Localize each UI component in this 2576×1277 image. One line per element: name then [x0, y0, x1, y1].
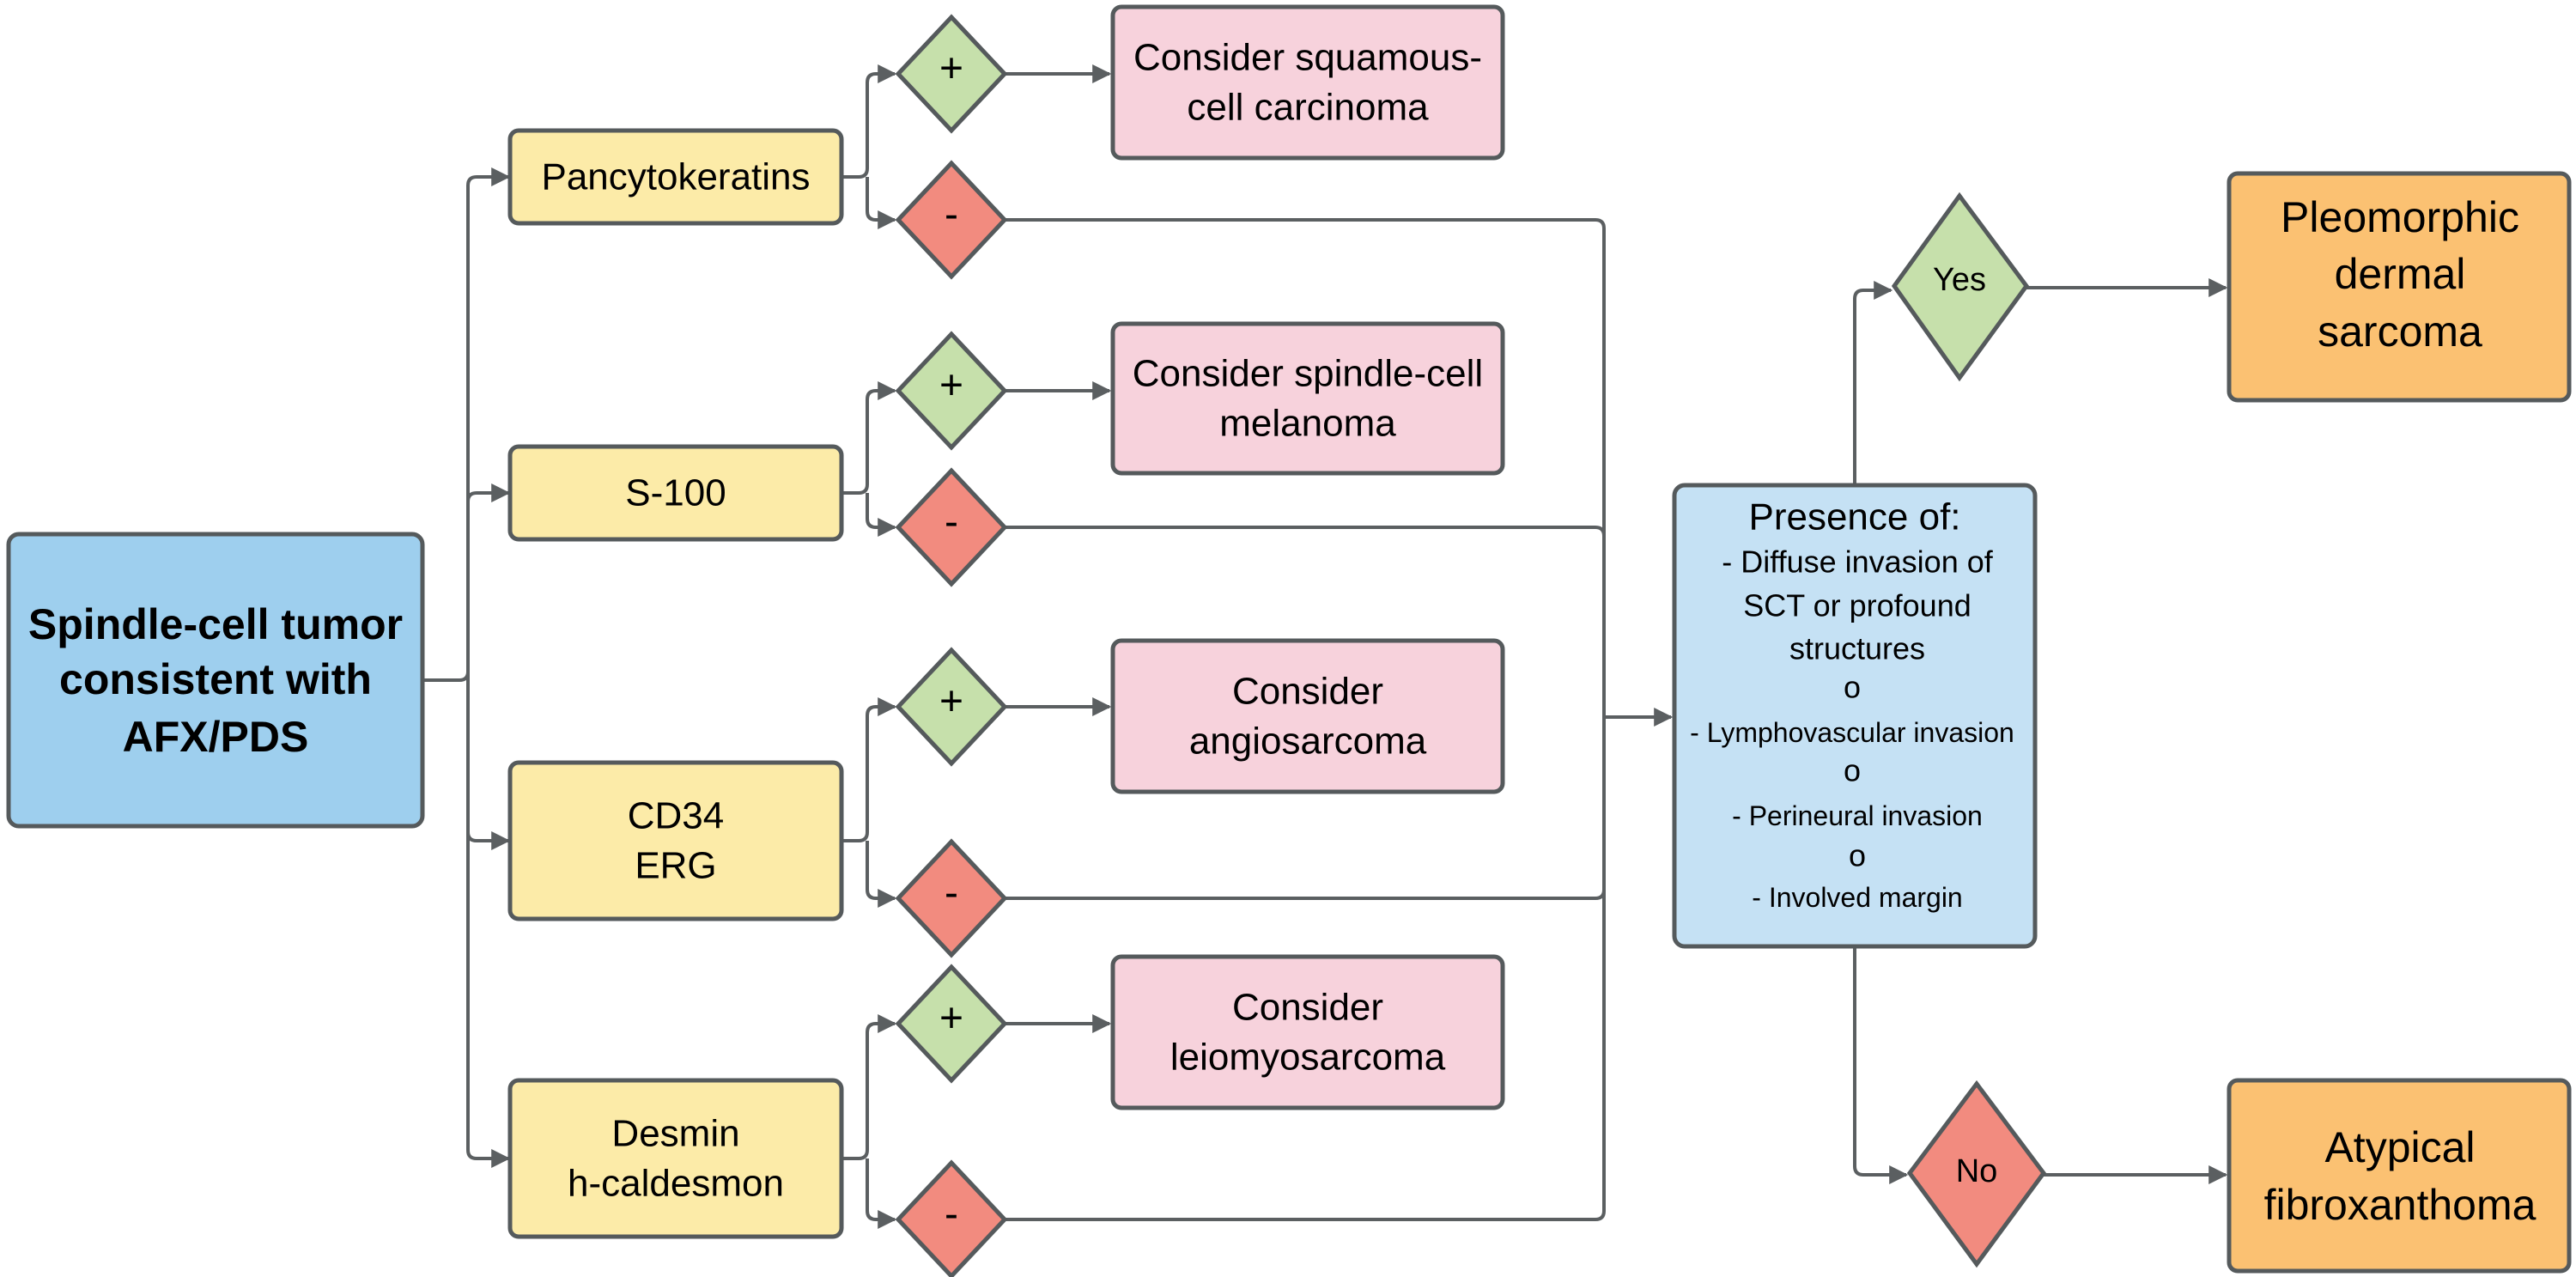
decision-yes: Yes [1891, 192, 2030, 382]
start-line-1: Spindle-cell tumor [28, 600, 403, 648]
result-no-line-1: Atypical [2324, 1123, 2475, 1171]
consider-2-line-1: Consider spindle-cell [1133, 353, 1483, 395]
marker-3-label-1: CD34 [628, 795, 725, 837]
presence-line-8: o [1849, 838, 1866, 873]
connector-marker-1-to-negative [866, 177, 897, 229]
marker-box-2 [507, 444, 844, 542]
consider-box-1 [1110, 4, 1505, 161]
connector-negative-1-to-presence [1005, 218, 1606, 717]
consider-1-line-2: cell carcinoma [1187, 87, 1429, 129]
consider-4-line-2: leiomyosarcoma [1170, 1037, 1446, 1079]
connector-presence-to-yes [1853, 281, 1893, 485]
result-yes-line-3: sarcoma [2318, 307, 2482, 356]
result-pleomorphic-dermal-sarcoma: Pleomorphic dermal sarcoma [2227, 171, 2572, 403]
negative-diamond-3-label: - [945, 871, 958, 916]
marker-branch-2: S-100 + - Consider spindle-cell melanoma [507, 321, 1505, 587]
connector-start-to-marker-2 [466, 483, 511, 680]
result-yes-line-2: dermal [2335, 250, 2466, 298]
consider-box-3 [1110, 638, 1505, 794]
presence-box [1672, 483, 2038, 949]
negative-diamond-3 [895, 838, 1008, 958]
marker-box-1 [507, 128, 844, 226]
negative-diamond-2-label: - [945, 500, 958, 545]
result-yes-box [2227, 171, 2572, 403]
negative-diamond-1-label: - [945, 192, 958, 238]
marker-4-label-2: h-caldesmon [568, 1163, 784, 1205]
connector-marker-4-to-positive [841, 1014, 897, 1160]
presence-line-6: o [1844, 753, 1861, 788]
negative-diamond-4 [895, 1159, 1008, 1277]
start-box [6, 532, 425, 829]
positive-diamond-4-label: + [939, 996, 963, 1042]
negative-diamond-1 [895, 160, 1008, 280]
connector-marker-2-to-negative [866, 493, 897, 537]
presence-line-4: o [1844, 670, 1861, 705]
yes-diamond [1891, 192, 2030, 382]
connector-marker-3-to-positive [841, 697, 897, 842]
negative-diamond-2 [895, 467, 1008, 587]
connector-negative-2-to-presence [1005, 526, 1606, 717]
result-no-box [2227, 1078, 2572, 1274]
marker-2-label-1: S-100 [625, 472, 726, 514]
positive-diamond-2 [895, 331, 1008, 451]
connector-start-to-marker-3 [466, 680, 511, 850]
connector-presence-to-no [1853, 946, 1909, 1184]
no-label: No [1956, 1153, 1998, 1189]
marker-1-label-1: Pancytokeratins [541, 156, 810, 198]
result-no-line-2: fibroxanthoma [2264, 1181, 2537, 1229]
consider-3-line-1: Consider [1232, 671, 1383, 713]
result-yes-line-1: Pleomorphic [2281, 193, 2519, 241]
consider-box-2 [1110, 321, 1505, 476]
consider-2-line-2: melanoma [1219, 403, 1396, 445]
presence-title: Presence of: [1748, 496, 1960, 538]
connectors [422, 64, 2228, 1229]
positive-diamond-4 [895, 964, 1008, 1084]
connector-marker-3-to-negative [866, 841, 897, 908]
connector-marker-1-to-positive [841, 64, 897, 179]
presence-line-5: - Lymphovascular invasion [1690, 717, 2014, 748]
result-atypical-fibroxanthoma: Atypical fibroxanthoma [2227, 1078, 2572, 1274]
marker-4-label-1: Desmin [611, 1113, 739, 1155]
presence-line-1: - Diffuse invasion of [1722, 544, 1993, 580]
connector-negative-4-to-presence [1005, 717, 1606, 1221]
marker-branch-4: Desmin h-caldesmon + - Consider leiomyosarcom… [507, 954, 1505, 1277]
consider-4-line-1: Consider [1232, 987, 1383, 1029]
marker-branches: Pancytokeratins + - Consider squamous-cell … [507, 4, 1505, 1277]
marker-branch-1: Pancytokeratins + - Consider squamous-cell … [507, 4, 1505, 280]
decision-no: No [1906, 1079, 2047, 1268]
connector-marker-2-to-positive [841, 381, 897, 495]
negative-diamond-4-label: - [945, 1192, 958, 1237]
presence-node: Presence of: - Diffuse invasion of SCT o… [1672, 483, 2038, 949]
no-diamond [1906, 1079, 2047, 1268]
presence-line-2: SCT or profound [1743, 588, 1971, 623]
positive-diamond-2-label: + [939, 363, 963, 409]
positive-diamond-1-label: + [939, 46, 963, 92]
presence-line-3: structures [1789, 631, 1925, 666]
connector-start-to-marker-1 [466, 167, 511, 680]
consider-box-4 [1110, 954, 1505, 1110]
connector-start-to-marker-4 [466, 680, 511, 1168]
connector-marker-4-to-negative [866, 1158, 897, 1229]
start-trunk-connector [422, 671, 470, 682]
marker-3-label-2: ERG [635, 845, 716, 887]
consider-1-line-1: Consider squamous- [1133, 37, 1482, 79]
positive-diamond-3 [895, 647, 1008, 767]
start-line-3: AFX/PDS [123, 713, 309, 761]
positive-diamond-1 [895, 14, 1008, 134]
marker-box-3 [507, 760, 844, 921]
yes-label: Yes [1933, 262, 1986, 298]
presence-line-7: - Perineural invasion [1732, 800, 1983, 831]
start-node: Spindle-cell tumor consistent with AFX/P… [6, 532, 425, 829]
start-line-2: consistent with [59, 655, 372, 703]
presence-line-9: - Involved margin [1752, 882, 1962, 913]
marker-box-4 [507, 1078, 844, 1239]
consider-3-line-2: angiosarcoma [1189, 721, 1427, 763]
positive-diamond-3-label: + [939, 679, 963, 725]
